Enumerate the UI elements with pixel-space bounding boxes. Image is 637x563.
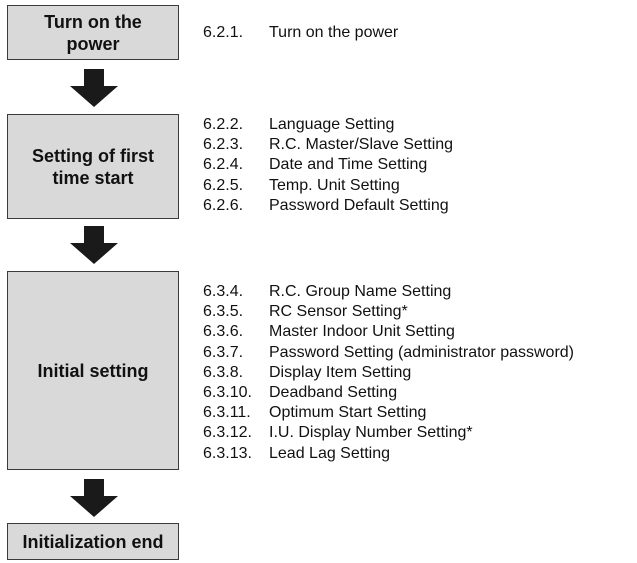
item-label: Optimum Start Setting <box>269 404 427 422</box>
item-number: 6.2.3. <box>203 136 244 154</box>
list-item: 6.3.10. Deadband Setting <box>203 383 574 403</box>
item-number: 6.2.4. <box>203 156 244 174</box>
down-arrow-icon <box>70 479 118 517</box>
item-label: Turn on the power <box>269 24 399 41</box>
item-label: Lead Lag Setting <box>269 444 390 462</box>
item-label: Password Default Setting <box>269 196 449 214</box>
item-number: 6.3.10. <box>203 384 252 402</box>
list-item: 6.2.4. Date and Time Setting <box>203 155 453 175</box>
item-number: 6.3.7. <box>203 343 244 361</box>
item-number: 6.2.1. <box>203 24 244 41</box>
list-item: 6.2.6. Password Default Setting <box>203 196 453 216</box>
list-item: 6.2.5. Temp. Unit Setting <box>203 176 453 196</box>
step-box-first-time-start: Setting of first time start <box>7 114 179 219</box>
item-number: 6.2.5. <box>203 176 244 194</box>
list-item: 6.3.4. R.C. Group Name Setting <box>203 282 574 302</box>
item-label: Language Setting <box>269 116 395 133</box>
list-item: 6.3.7. Password Setting (administrator p… <box>203 343 574 363</box>
items-turn-on-power: 6.2.1. Turn on the power <box>203 23 398 43</box>
item-label: Date and Time Setting <box>269 156 428 174</box>
down-arrow-icon <box>70 226 118 264</box>
step-box-turn-on-power: Turn on the power <box>7 5 179 60</box>
item-label: Master Indoor Unit Setting <box>269 323 455 341</box>
step-title: Turn on the power <box>44 11 142 54</box>
item-label: RC Sensor Setting* <box>269 303 408 321</box>
item-label: Temp. Unit Setting <box>269 176 400 194</box>
item-label: I.U. Display Number Setting* <box>269 424 473 442</box>
item-number: 6.3.8. <box>203 363 244 381</box>
item-label: R.C. Master/Slave Setting <box>269 136 454 154</box>
list-item: 6.2.2. Language Setting <box>203 115 453 135</box>
list-item: 6.3.5. RC Sensor Setting* <box>203 302 574 322</box>
items-first-time-start: 6.2.2. Language Setting 6.2.3. R.C. Mast… <box>203 115 453 216</box>
item-number: 6.2.6. <box>203 196 244 214</box>
item-label: Display Item Setting <box>269 363 412 381</box>
list-item: 6.3.8. Display Item Setting <box>203 363 574 383</box>
list-item: 6.3.11. Optimum Start Setting <box>203 403 574 423</box>
item-label: R.C. Group Name Setting <box>269 283 452 300</box>
list-item: 6.3.6. Master Indoor Unit Setting <box>203 322 574 342</box>
list-item: 6.2.1. Turn on the power <box>203 23 398 43</box>
item-number: 6.2.2. <box>203 116 244 133</box>
items-initial-setting: 6.3.4. R.C. Group Name Setting 6.3.5. RC… <box>203 282 574 464</box>
item-number: 6.3.11. <box>203 404 251 422</box>
item-number: 6.3.5. <box>203 303 244 321</box>
down-arrow-icon <box>70 69 118 107</box>
item-number: 6.3.6. <box>203 323 244 341</box>
item-label: Deadband Setting <box>269 384 398 402</box>
step-box-initial-setting: Initial setting <box>7 271 179 470</box>
list-item: 6.3.13. Lead Lag Setting <box>203 444 574 464</box>
item-label: Password Setting (administrator password… <box>269 343 575 361</box>
item-number: 6.3.4. <box>203 283 244 300</box>
list-item: 6.2.3. R.C. Master/Slave Setting <box>203 135 453 155</box>
item-number: 6.3.12. <box>203 424 252 442</box>
step-title: Initial setting <box>37 360 149 381</box>
item-number: 6.3.13. <box>203 444 252 462</box>
list-item: 6.3.12. I.U. Display Number Setting* <box>203 423 574 443</box>
step-box-initialization-end: Initialization end <box>7 523 179 560</box>
step-title: Initialization end <box>22 531 164 552</box>
step-title: Setting of first time start <box>32 145 154 188</box>
